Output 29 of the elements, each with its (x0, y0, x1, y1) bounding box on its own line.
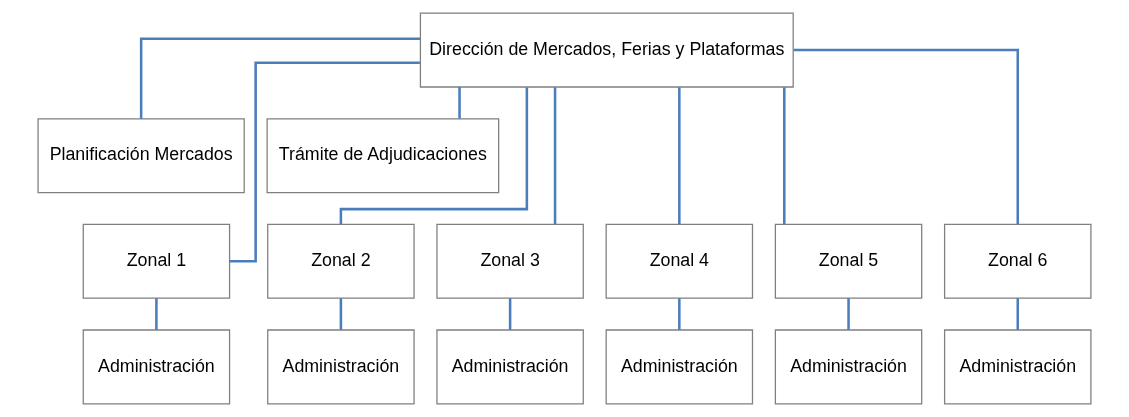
node-box: Zonal 4 (605, 223, 754, 299)
connector (229, 61, 420, 263)
node-box: Dirección de Mercados, Ferias y Plataformas (419, 12, 794, 88)
connector (508, 298, 512, 330)
connector (783, 87, 786, 225)
connector (1016, 298, 1019, 330)
connector (139, 37, 421, 119)
node-box: Administración (605, 329, 754, 405)
node-box: Administración (436, 329, 584, 405)
connector (553, 87, 557, 225)
node-box: Administración (267, 329, 415, 405)
node-box: Administración (774, 329, 923, 405)
node-box: Trámite de Adjudicaciones (266, 118, 500, 194)
connector (155, 298, 158, 330)
connector (793, 48, 1019, 224)
node-box: Zonal 3 (436, 223, 584, 299)
connector (339, 298, 343, 330)
node-box: Administración (82, 329, 231, 405)
node-box: Zonal 6 (943, 223, 1092, 299)
connector (458, 87, 461, 119)
node-box: Administración (943, 329, 1092, 405)
node-box: Zonal 5 (774, 223, 923, 299)
connector (847, 298, 850, 330)
node-box: Zonal 1 (82, 223, 231, 299)
node-box: Planificación Mercados (37, 118, 245, 194)
connector (678, 87, 681, 225)
connector (339, 87, 529, 224)
node-box: Zonal 2 (267, 223, 415, 299)
connector (678, 298, 681, 330)
